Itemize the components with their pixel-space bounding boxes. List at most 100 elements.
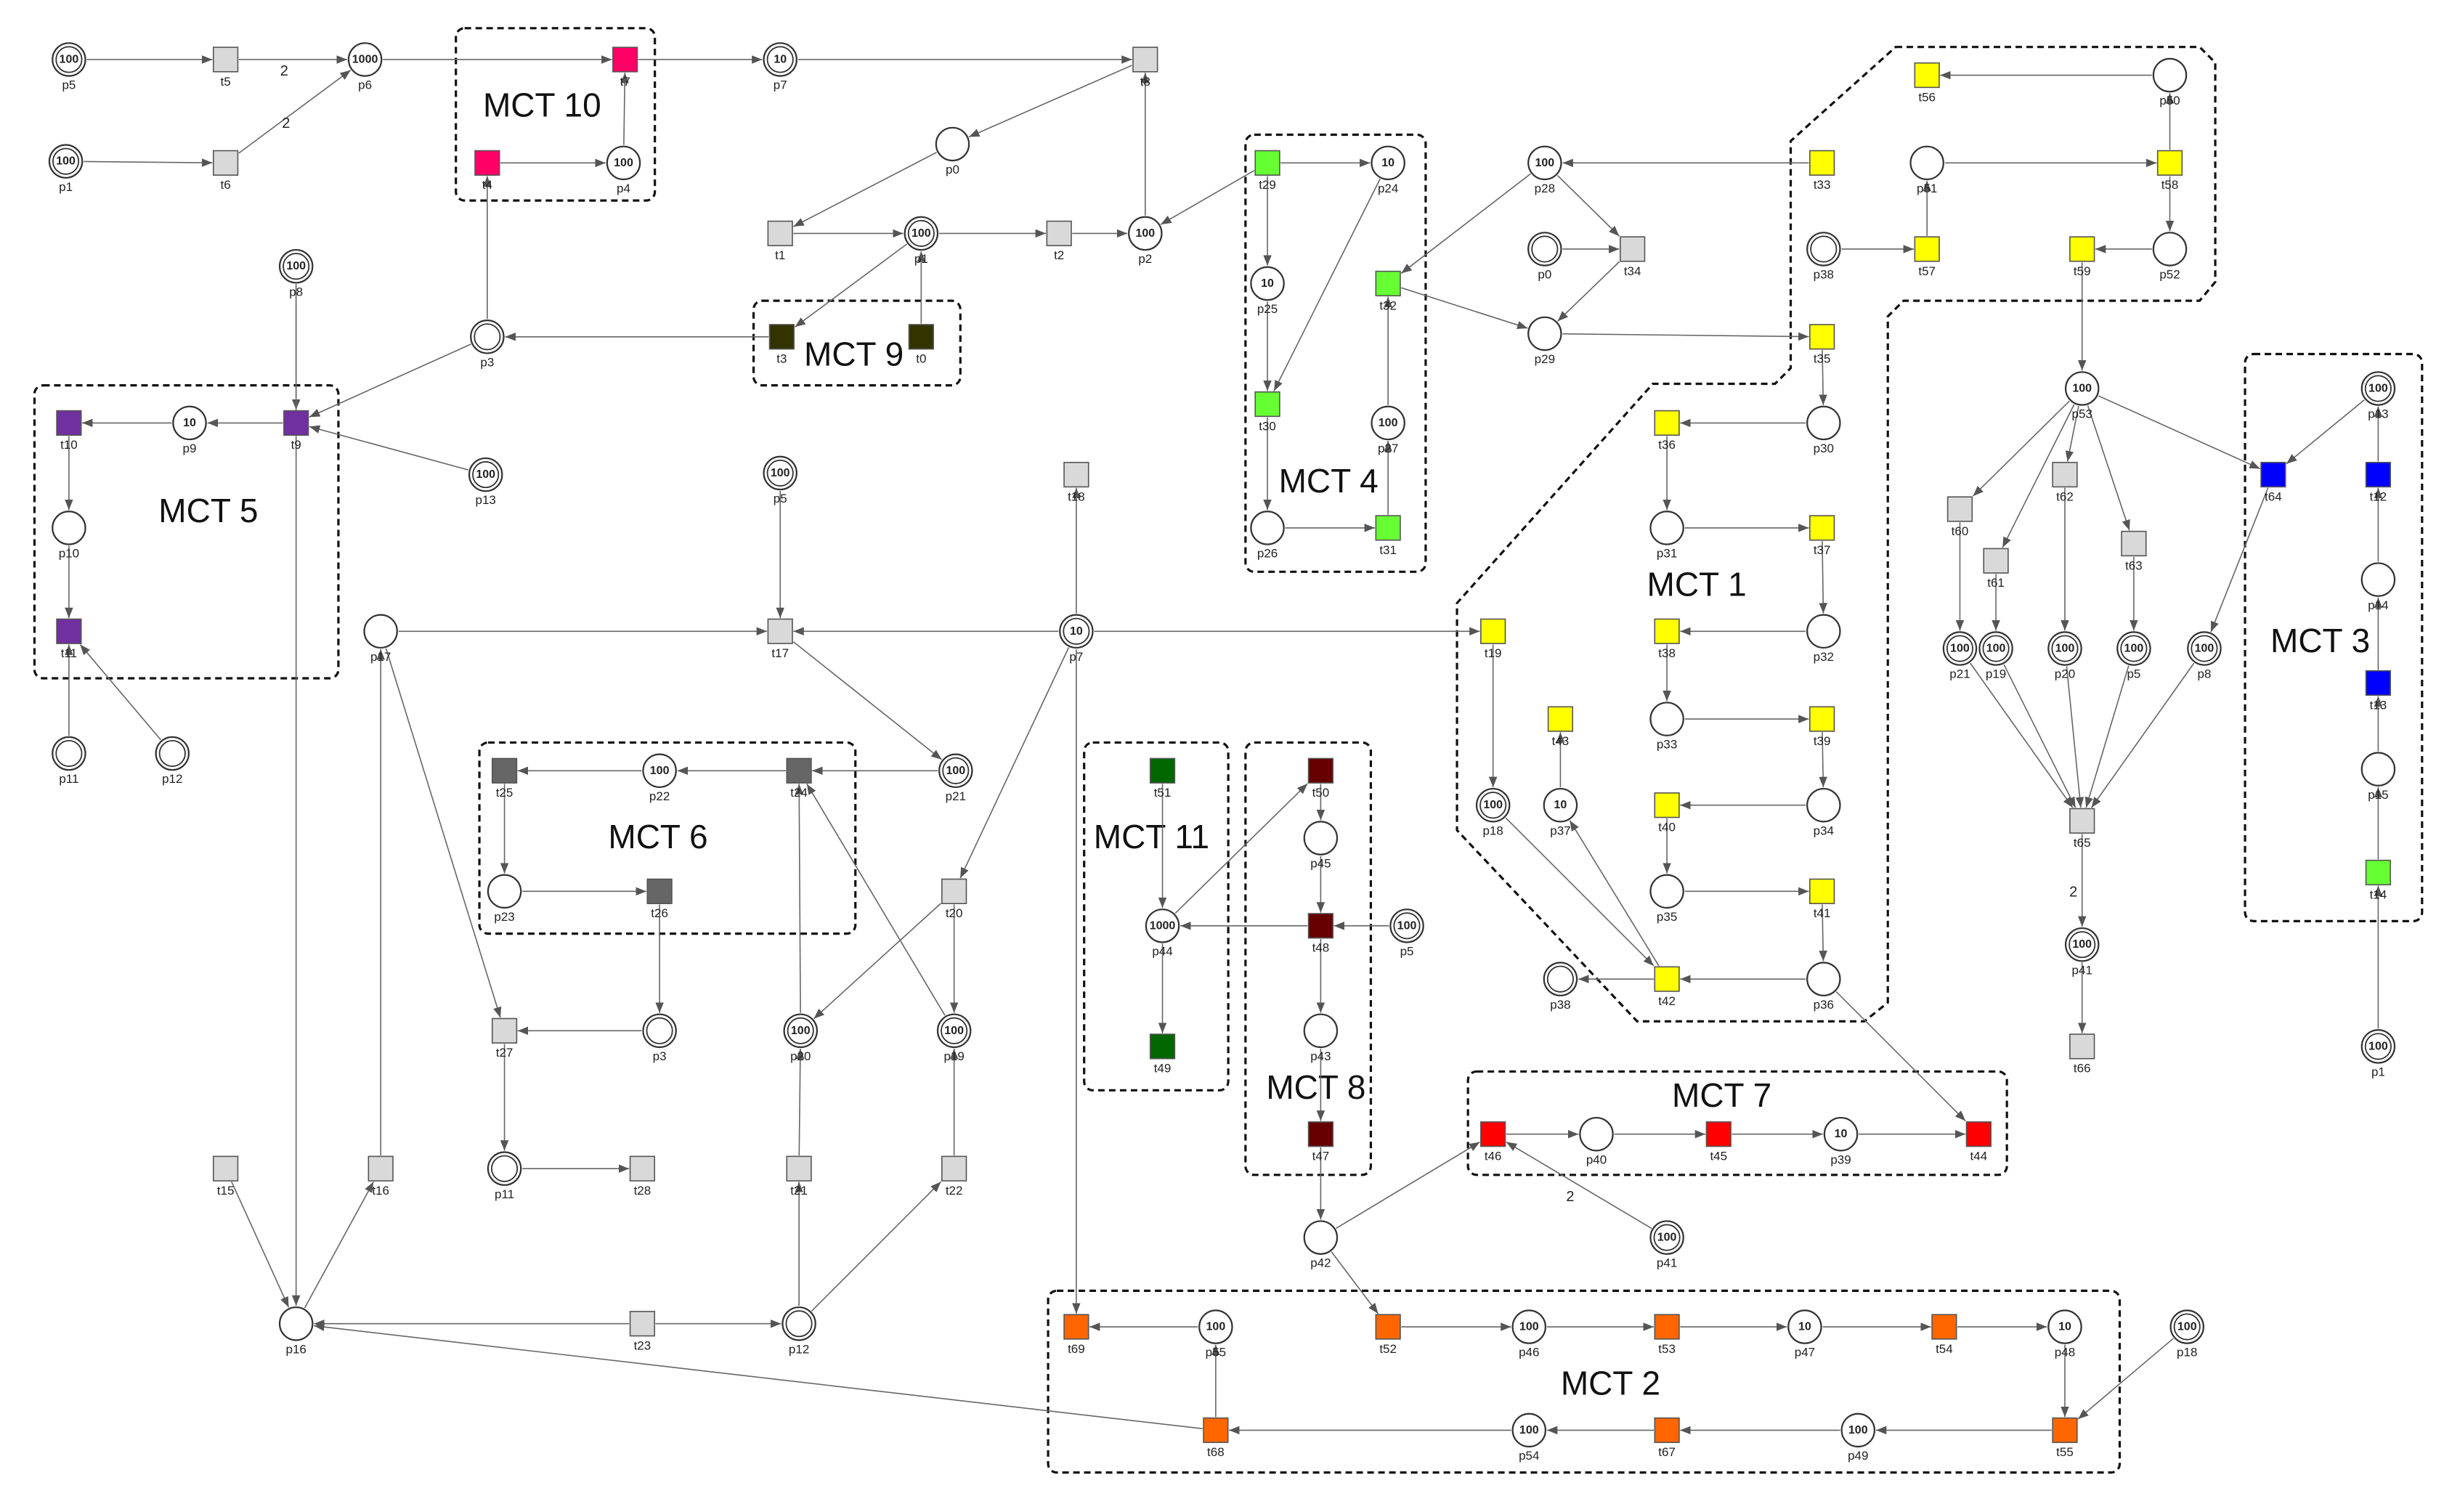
transition-t31[interactable]: t31 (1375, 515, 1401, 557)
place-p52[interactable]: p52 (2152, 232, 2188, 282)
place-p16[interactable]: p16 (278, 1306, 314, 1356)
transition-t53[interactable]: t53 (1654, 1314, 1680, 1356)
transition-t60[interactable]: t60 (1946, 496, 1973, 538)
transition-t1[interactable]: t1 (767, 220, 793, 263)
transition-t40[interactable]: t40 (1654, 792, 1680, 834)
transition-t29[interactable]: t29 (1254, 150, 1280, 192)
transition-t54[interactable]: t54 (1931, 1314, 1957, 1356)
place-p11[interactable]: p11 (52, 736, 86, 786)
transition-t50[interactable]: t50 (1307, 757, 1334, 800)
transition-t43[interactable]: t43 (1547, 706, 1574, 748)
transition-t4[interactable]: t4 (474, 150, 500, 192)
transition-t7[interactable]: t7 (612, 46, 638, 89)
place-p14[interactable]: p14 (2360, 562, 2396, 612)
transition-t33[interactable]: t33 (1809, 150, 1835, 192)
place-p36[interactable]: p36 (1806, 962, 1841, 1012)
place-p11[interactable]: p11 (487, 1151, 522, 1201)
place-p33[interactable]: p33 (1649, 702, 1684, 752)
place-p0[interactable]: p0 (935, 126, 970, 176)
transition-t52[interactable]: t52 (1375, 1314, 1401, 1356)
transition-t66[interactable]: t66 (2069, 1033, 2095, 1076)
transition-t15[interactable]: t15 (212, 1155, 239, 1198)
place-p3[interactable]: p3 (470, 320, 505, 369)
place-p17[interactable]: p17 (363, 614, 398, 664)
transition-t11[interactable]: t11 (56, 618, 82, 660)
transition-t36[interactable]: t36 (1654, 410, 1680, 452)
place-p15[interactable]: p15 (2360, 752, 2396, 802)
transition-t68[interactable]: t68 (1203, 1417, 1229, 1460)
transition-t0[interactable]: t0 (908, 324, 934, 366)
transition-t30[interactable]: t30 (1254, 391, 1280, 434)
place-p31[interactable]: p31 (1649, 511, 1684, 561)
transition-t63[interactable]: t63 (2121, 530, 2147, 573)
transition-t12[interactable]: t12 (2365, 461, 2392, 504)
transition-t3[interactable]: t3 (768, 324, 795, 366)
transition-t37[interactable]: t37 (1809, 515, 1835, 557)
place-p23[interactable]: p23 (487, 874, 522, 924)
transition-t20[interactable]: t20 (941, 878, 967, 921)
transition-t45[interactable]: t45 (1705, 1121, 1731, 1163)
transition-t21[interactable]: t21 (786, 1155, 812, 1198)
transition-t49[interactable]: t49 (1149, 1033, 1176, 1076)
place-p10[interactable]: p10 (52, 511, 86, 561)
transition-t44[interactable]: t44 (1965, 1121, 1992, 1163)
transition-t16[interactable]: t16 (368, 1155, 394, 1198)
place-p35[interactable]: p35 (1649, 874, 1684, 924)
transition-t65[interactable]: t65 (2069, 808, 2095, 850)
transition-t41[interactable]: t41 (1809, 878, 1835, 921)
place-p12[interactable]: p12 (781, 1306, 816, 1356)
place-p38[interactable]: p38 (1543, 962, 1578, 1012)
place-p3[interactable]: p3 (642, 1013, 677, 1063)
transition-t34[interactable]: t34 (1620, 236, 1646, 278)
transition-t64[interactable]: t64 (2260, 461, 2286, 504)
place-p38[interactable]: p38 (1806, 232, 1841, 282)
place-p30[interactable]: p30 (1806, 405, 1841, 455)
place-p12[interactable]: p12 (155, 736, 190, 786)
place-p42[interactable]: p42 (1303, 1220, 1339, 1270)
place-p51[interactable]: p51 (1909, 145, 1944, 195)
transition-t24[interactable]: t24 (786, 757, 812, 800)
transition-t13[interactable]: t13 (2365, 670, 2392, 712)
transition-t14[interactable]: t14 (2365, 859, 2392, 902)
transition-t48[interactable]: t48 (1307, 913, 1334, 955)
transition-t57[interactable]: t57 (1914, 236, 1940, 278)
transition-t47[interactable]: t47 (1307, 1121, 1334, 1163)
transition-t39[interactable]: t39 (1809, 706, 1835, 748)
transition-t9[interactable]: t9 (283, 410, 309, 452)
transition-t6[interactable]: t6 (212, 150, 239, 192)
transition-t23[interactable]: t23 (629, 1311, 656, 1353)
transition-t62[interactable]: t62 (2052, 461, 2078, 504)
transition-t59[interactable]: t59 (2069, 236, 2095, 278)
transition-t38[interactable]: t38 (1654, 618, 1680, 660)
place-p32[interactable]: p32 (1806, 614, 1841, 664)
transition-t25[interactable]: t25 (491, 757, 518, 800)
